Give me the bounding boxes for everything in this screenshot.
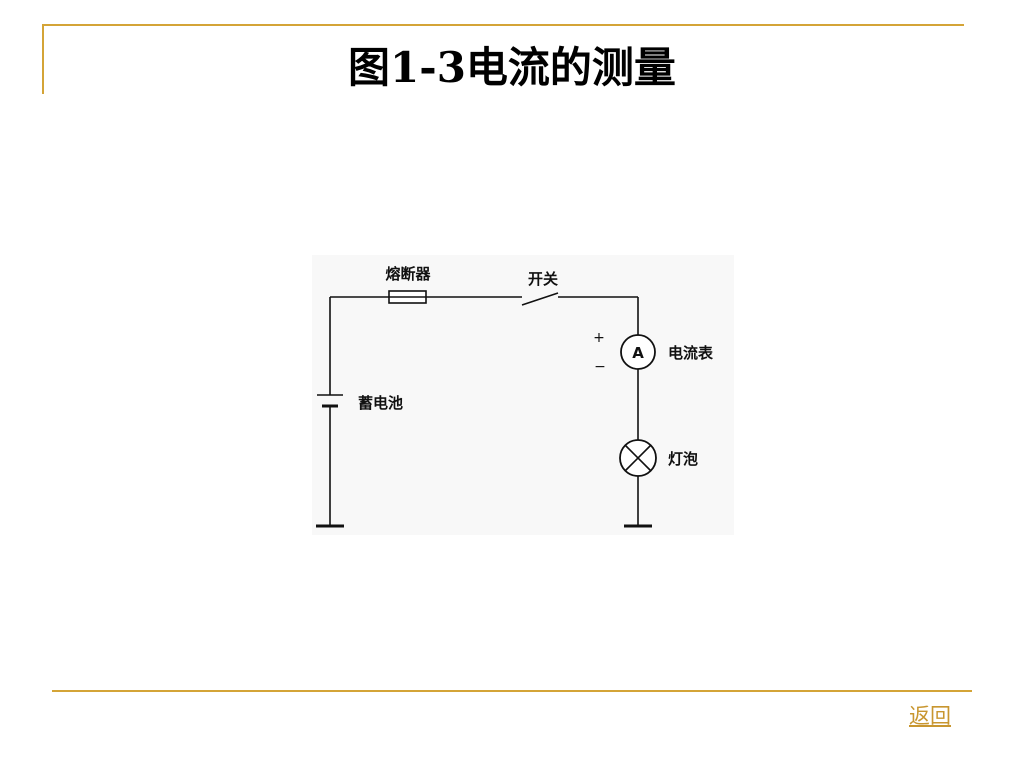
left-border-line <box>42 24 44 94</box>
footer-divider <box>52 690 972 692</box>
circuit-diagram: A 熔断器 开关 电流表 + − 蓄电池 灯泡 <box>312 255 734 535</box>
plus-sign: + <box>593 330 605 346</box>
switch-label: 开关 <box>528 270 558 288</box>
lamp-cross-2 <box>624 444 652 472</box>
minus-sign: − <box>594 359 606 375</box>
switch-blade <box>521 292 559 306</box>
back-link[interactable]: 返回 <box>909 704 951 728</box>
ammeter-label: 电流表 <box>668 344 714 362</box>
top-border-line <box>42 24 964 26</box>
circuit-svg: A 熔断器 开关 电流表 + − 蓄电池 灯泡 <box>316 265 714 528</box>
battery-label: 蓄电池 <box>358 394 403 412</box>
slide-title: 图1-3电流的测量 <box>348 43 676 92</box>
ammeter-letter: A <box>632 344 644 362</box>
lamp-label: 灯泡 <box>668 450 698 468</box>
fuse-label: 熔断器 <box>385 265 431 283</box>
